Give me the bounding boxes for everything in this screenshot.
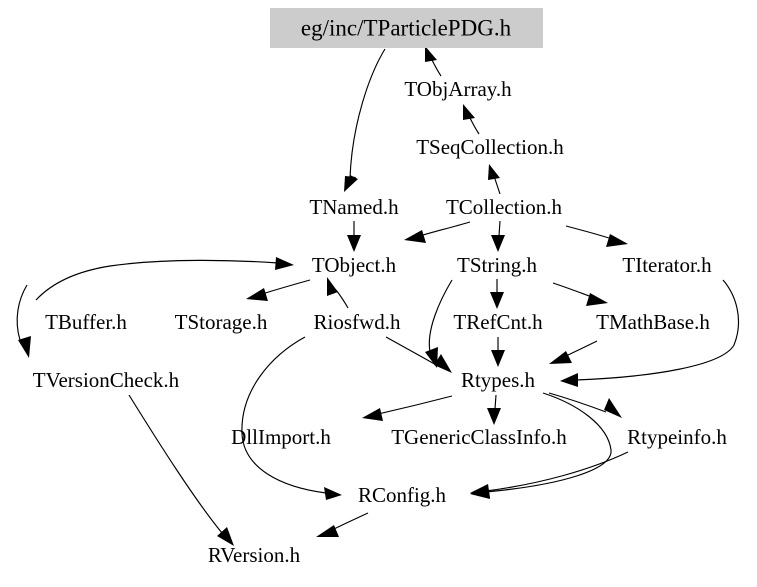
edge-titerator-to-rtypes	[560, 279, 740, 387]
node-label-tbuffer: TBuffer.h	[45, 310, 127, 334]
node-rconfig[interactable]: RConfig.h	[358, 483, 447, 507]
node-label-tversioncheck: TVersionCheck.h	[33, 368, 180, 392]
edge-tcollection-to-tobject	[404, 221, 471, 243]
edge-riosfwd-to-rconfig	[241, 336, 342, 500]
node-label-rtypes: Rtypes.h	[461, 368, 536, 392]
edge-tstring-to-tmathbase	[552, 282, 608, 306]
node-label-rtypeinfo: Rtypeinfo.h	[627, 425, 727, 449]
edge-rtypeinfo-to-rconfig	[470, 451, 629, 498]
edge-rconfig-to-rversion	[316, 512, 369, 537]
node-label-tstorage: TStorage.h	[175, 310, 268, 334]
node-layer: eg/inc/TParticlePDG.h TObjArray.h TSeqCo…	[33, 8, 727, 567]
node-trefcnt[interactable]: TRefCnt.h	[453, 310, 543, 334]
edge-tbuffer-to-tversioncheck	[16, 284, 31, 358]
node-tnamed[interactable]: TNamed.h	[309, 195, 399, 219]
edge-riosfwd-to-tobject	[327, 277, 349, 309]
edge-tmathbase-to-rtypes	[549, 340, 598, 364]
edge-tcollection-to-titerator	[565, 225, 628, 247]
edge-root-to-tnamed	[344, 48, 386, 192]
node-rtypeinfo[interactable]: Rtypeinfo.h	[627, 425, 727, 449]
node-label-tmathbase: TMathBase.h	[596, 310, 710, 334]
node-label-tgenericclassinfo: TGenericClassInfo.h	[391, 425, 567, 449]
node-label-tnamed: TNamed.h	[309, 195, 399, 219]
node-label-tobject: TObject.h	[312, 253, 397, 277]
node-label-dllimport: DllImport.h	[231, 425, 331, 449]
node-dllimport[interactable]: DllImport.h	[231, 425, 331, 449]
edge-rtypes-to-dllimport	[362, 395, 453, 421]
node-tobjarray[interactable]: TObjArray.h	[404, 77, 512, 101]
edge-rtypes-to-tgenericclassinfo	[487, 394, 501, 425]
edge-layer	[16, 46, 740, 546]
node-riosfwd[interactable]: Riosfwd.h	[314, 310, 401, 334]
node-rversion[interactable]: RVersion.h	[208, 543, 301, 567]
edge-tstring-to-rtypes	[425, 279, 453, 368]
node-tstorage[interactable]: TStorage.h	[175, 310, 268, 334]
edge-tcollection-to-tseqcollection	[488, 164, 501, 195]
edge-tbuffer-to-tobject	[35, 257, 294, 301]
edge-tversioncheck-to-rversion	[128, 394, 234, 546]
node-tseqcollection[interactable]: TSeqCollection.h	[416, 135, 564, 159]
node-tmathbase[interactable]: TMathBase.h	[596, 310, 710, 334]
node-rtypes[interactable]: Rtypes.h	[461, 368, 536, 392]
edge-tcollection-to-tstring	[491, 220, 505, 252]
edge-tseqcollection-to-tobjarray	[463, 104, 480, 135]
node-label-titerator: TIterator.h	[622, 253, 712, 277]
edge-tobject-to-tstorage	[246, 279, 311, 301]
node-label-tcollection: TCollection.h	[446, 195, 563, 219]
edge-tstring-to-trefcnt	[490, 279, 504, 309]
node-label-rconfig: RConfig.h	[358, 483, 447, 507]
node-tversioncheck[interactable]: TVersionCheck.h	[33, 368, 180, 392]
node-tbuffer[interactable]: TBuffer.h	[45, 310, 127, 334]
node-label-tobjarray: TObjArray.h	[404, 77, 512, 101]
node-titerator[interactable]: TIterator.h	[622, 253, 712, 277]
edge-tobjarray-to-root	[425, 46, 442, 77]
edge-trefcnt-to-rtypes	[491, 337, 505, 367]
node-label-root: eg/inc/TParticlePDG.h	[301, 15, 512, 40]
node-tcollection[interactable]: TCollection.h	[446, 195, 563, 219]
node-label-trefcnt: TRefCnt.h	[453, 310, 543, 334]
node-tobject[interactable]: TObject.h	[312, 253, 397, 277]
node-label-riosfwd: Riosfwd.h	[314, 310, 401, 334]
edge-tnamed-to-tobject	[347, 221, 361, 252]
root-node-box	[270, 8, 543, 48]
node-label-tstring: TString.h	[457, 253, 537, 277]
node-tgenericclassinfo[interactable]: TGenericClassInfo.h	[391, 425, 567, 449]
node-root[interactable]: eg/inc/TParticlePDG.h	[270, 8, 543, 48]
node-label-rversion: RVersion.h	[208, 543, 301, 567]
node-label-tseqcollection: TSeqCollection.h	[416, 135, 564, 159]
edge-riosfwd-to-rtypes	[385, 336, 452, 373]
edge-rtypes-to-rtypeinfo	[548, 392, 622, 418]
node-tstring[interactable]: TString.h	[457, 253, 537, 277]
